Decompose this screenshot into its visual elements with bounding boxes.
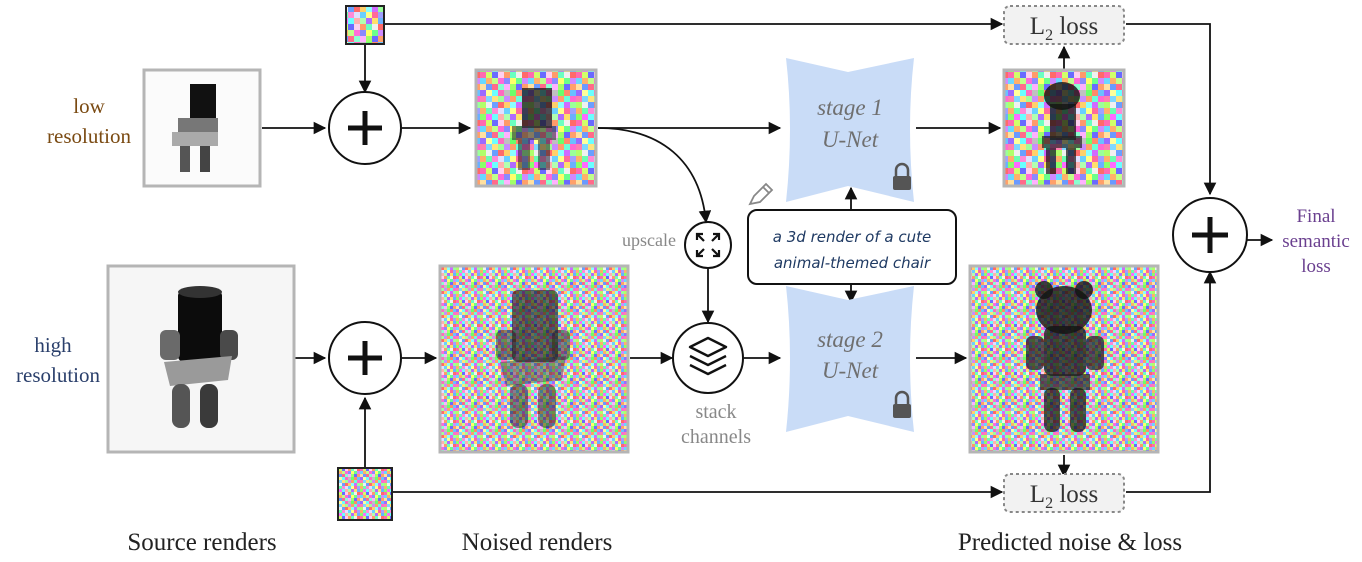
plus-icon bbox=[1192, 217, 1228, 253]
predicted-noise-high bbox=[968, 264, 1160, 454]
predicted-noise-low bbox=[1002, 68, 1126, 188]
plus-node-top bbox=[328, 91, 402, 165]
expand-icon bbox=[695, 232, 721, 258]
arrow-to-upscale bbox=[597, 127, 712, 224]
l2-loss-bottom: L2 loss bbox=[1003, 473, 1125, 513]
l2-loss-top: L2 loss bbox=[1003, 5, 1125, 45]
stage1-title: stage 1 bbox=[817, 95, 883, 120]
plus-node-bottom bbox=[328, 321, 402, 395]
footer-predicted-noise: Predicted noise & loss bbox=[958, 529, 1182, 556]
source-render-high bbox=[106, 264, 296, 454]
noise-sample-top bbox=[345, 5, 385, 45]
prompt-line-1: a 3d render of a cute bbox=[773, 228, 931, 246]
final-loss-label-2: semantic bbox=[1282, 231, 1350, 252]
low-res-label-2: resolution bbox=[47, 124, 131, 148]
high-res-label-2: resolution bbox=[16, 363, 100, 387]
text-prompt-box: a 3d render of a cute animal-themed chai… bbox=[747, 209, 957, 285]
low-res-label-1: low bbox=[73, 94, 105, 118]
stage2-subtitle: U-Net bbox=[822, 358, 879, 383]
noise-sample-bottom bbox=[337, 467, 393, 521]
footer-noised-renders: Noised renders bbox=[462, 529, 613, 556]
upscale-node bbox=[684, 221, 732, 269]
stage2-unet: stage 2 U-Net bbox=[786, 286, 914, 432]
stack-label-1: stack bbox=[695, 401, 736, 423]
svg-text:L2 loss: L2 loss bbox=[1030, 13, 1098, 44]
plus-node-final bbox=[1172, 197, 1248, 273]
arrow-l2-top-to-final bbox=[1126, 23, 1217, 196]
lock-icon bbox=[893, 162, 911, 190]
connectors bbox=[262, 17, 1274, 499]
lock-icon bbox=[893, 390, 911, 418]
stage1-subtitle: U-Net bbox=[822, 127, 879, 152]
plus-icon bbox=[348, 111, 382, 145]
stack-label-2: channels bbox=[681, 426, 751, 448]
noised-render-high bbox=[438, 264, 630, 454]
plus-icon bbox=[348, 341, 382, 375]
final-loss-label-3: loss bbox=[1301, 256, 1331, 277]
stage2-title: stage 2 bbox=[817, 327, 883, 352]
pencil-icon bbox=[748, 182, 774, 206]
source-render-low bbox=[142, 68, 262, 188]
high-res-label-1: high bbox=[34, 333, 72, 357]
upscale-label: upscale bbox=[622, 230, 676, 250]
stage1-unet: stage 1 U-Net bbox=[786, 58, 914, 202]
stack-channels-node bbox=[672, 322, 744, 394]
svg-text:L2 loss: L2 loss bbox=[1030, 481, 1098, 512]
prompt-line-2: animal-themed chair bbox=[774, 254, 931, 272]
final-loss-label-1: Final bbox=[1296, 206, 1335, 227]
arrow-l2-bottom-to-final bbox=[1126, 270, 1217, 493]
footer-source-renders: Source renders bbox=[127, 529, 276, 556]
noised-render-low bbox=[474, 68, 598, 188]
layers-icon bbox=[688, 336, 728, 376]
